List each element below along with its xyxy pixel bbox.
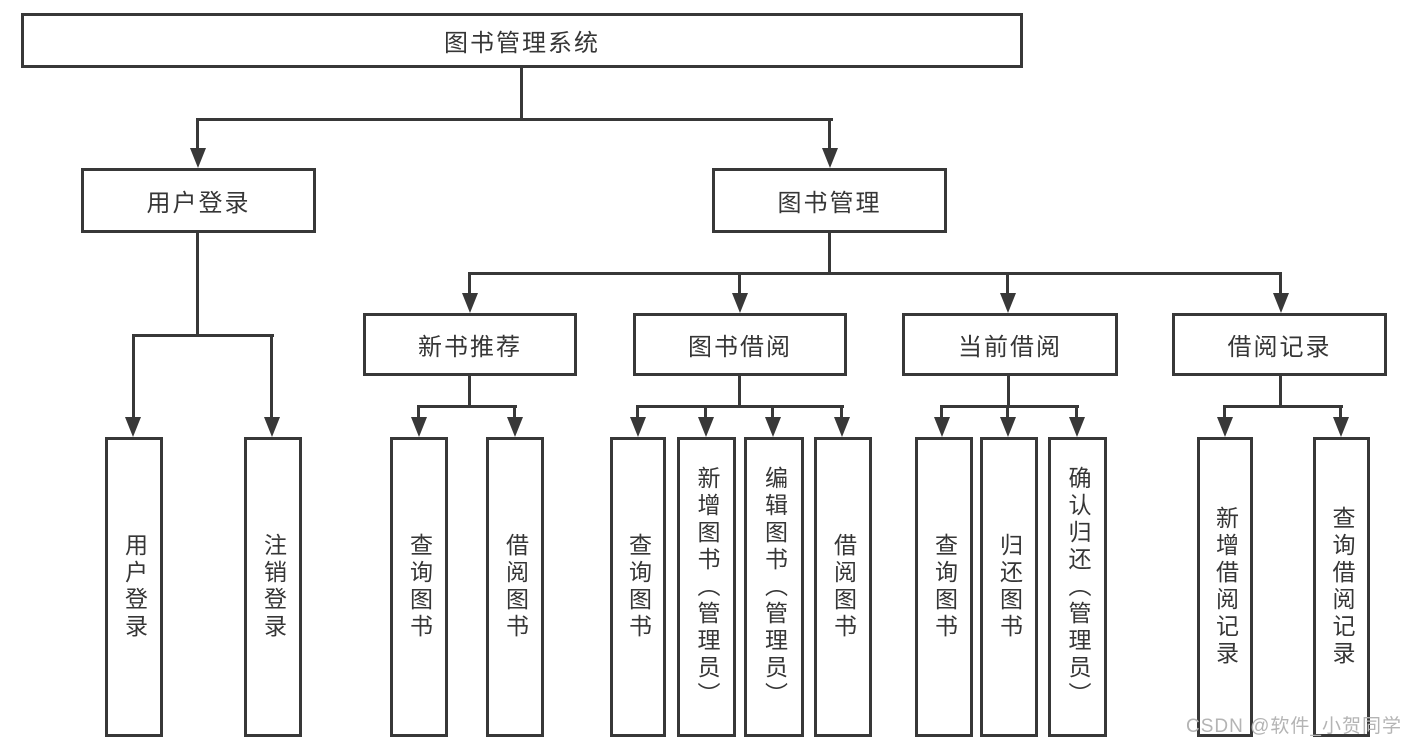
leaf-label: 查询借阅记录	[1329, 506, 1355, 668]
arrowhead-down-icon	[190, 148, 206, 168]
connector-stem	[1006, 405, 1009, 419]
node-user-login: 用户登录	[81, 168, 316, 233]
leaf-label: 确认归还（管理员）	[1065, 465, 1091, 709]
connector-stem	[704, 405, 707, 419]
leaf-borrow-books-recommend: 借阅图书	[486, 437, 544, 737]
leaf-label: 借阅图书	[502, 533, 529, 641]
leaf-query-books-recommend: 查询图书	[390, 437, 448, 737]
arrowhead-down-icon	[834, 417, 850, 437]
connector-branch	[636, 405, 844, 408]
node-label: 借阅记录	[1227, 334, 1332, 361]
node-borrowing-records: 借阅记录	[1172, 313, 1387, 376]
arrowhead-down-icon	[462, 293, 478, 313]
connector-stem	[771, 405, 774, 419]
arrowhead-down-icon	[1000, 293, 1016, 313]
node-label: 新书推荐	[418, 334, 522, 361]
leaf-label: 借阅图书	[830, 533, 857, 641]
connector-stem	[1075, 405, 1078, 419]
arrowhead-down-icon	[411, 417, 427, 437]
arrowhead-down-icon	[1069, 417, 1085, 437]
leaf-label: 注销登录	[260, 533, 287, 641]
connector-stem	[196, 233, 199, 337]
connector-stem	[1279, 272, 1282, 296]
connector-stem	[828, 233, 831, 275]
connector-stem	[132, 334, 135, 418]
connector-stem	[636, 405, 639, 419]
node-label: 图书管理	[777, 190, 882, 217]
arrowhead-down-icon	[264, 417, 280, 437]
leaf-label: 新增图书（管理员）	[694, 465, 720, 709]
connector-stem	[940, 405, 943, 419]
arrowhead-down-icon	[765, 417, 781, 437]
arrowhead-down-icon	[125, 417, 141, 437]
arrowhead-down-icon	[822, 148, 838, 168]
arrowhead-down-icon	[507, 417, 523, 437]
leaf-logout-login: 注销登录	[244, 437, 302, 737]
connector-root-trunk	[520, 68, 523, 120]
node-book-borrowing: 图书借阅	[633, 313, 847, 376]
leaf-query-books-borrowing: 查询图书	[610, 437, 666, 737]
connector-branch	[417, 405, 517, 408]
leaf-label: 查询图书	[931, 533, 958, 641]
leaf-add-borrow-record: 新增借阅记录	[1197, 437, 1253, 737]
leaf-query-books-current: 查询图书	[915, 437, 973, 737]
node-label: 图书管理系统	[444, 30, 600, 57]
connector-stem	[738, 272, 741, 296]
connector-stem	[468, 376, 471, 408]
arrowhead-down-icon	[1000, 417, 1016, 437]
leaf-label: 新增借阅记录	[1212, 506, 1239, 668]
arrowhead-down-icon	[732, 293, 748, 313]
leaf-label: 归还图书	[996, 533, 1023, 641]
connector-stem	[1279, 376, 1282, 408]
leaf-query-borrow-record: 查询借阅记录	[1313, 437, 1370, 737]
connector-stem	[828, 118, 831, 150]
node-current-borrowing: 当前借阅	[902, 313, 1118, 376]
arrowhead-down-icon	[934, 417, 950, 437]
connector-stem	[468, 272, 471, 296]
arrowhead-down-icon	[1273, 293, 1289, 313]
connector-stem	[1007, 376, 1010, 408]
node-library-management-system: 图书管理系统	[21, 13, 1023, 68]
arrowhead-down-icon	[698, 417, 714, 437]
leaf-user-login: 用户登录	[105, 437, 163, 737]
connector-stem	[1223, 405, 1226, 419]
connector-stem	[1339, 405, 1342, 419]
connector-level3-branch	[468, 272, 1282, 275]
node-book-management: 图书管理	[712, 168, 947, 233]
connector-stem	[513, 405, 516, 419]
connector-branch	[940, 405, 1079, 408]
connector-branch	[1223, 405, 1343, 408]
node-new-book-recommendation: 新书推荐	[363, 313, 577, 376]
leaf-label: 编辑图书（管理员）	[761, 465, 788, 709]
connector-stem	[196, 118, 199, 150]
leaf-borrow-books-borrowing: 借阅图书	[814, 437, 872, 737]
arrowhead-down-icon	[1333, 417, 1349, 437]
arrowhead-down-icon	[630, 417, 646, 437]
leaf-label: 用户登录	[121, 533, 148, 641]
arrowhead-down-icon	[1217, 417, 1233, 437]
node-label: 图书借阅	[688, 334, 792, 361]
leaf-edit-books-admin: 编辑图书（管理员）	[744, 437, 804, 737]
node-label: 当前借阅	[958, 334, 1062, 361]
connector-level1-branch	[196, 118, 833, 121]
connector-branch	[132, 334, 274, 337]
connector-stem	[270, 334, 273, 418]
csdn-watermark: CSDN @软件_小贺同学	[1186, 716, 1402, 737]
connector-stem	[417, 405, 420, 419]
node-label: 用户登录	[146, 190, 251, 217]
leaf-return-books: 归还图书	[980, 437, 1038, 737]
connector-stem	[1006, 272, 1009, 296]
connector-stem	[738, 376, 741, 408]
leaf-confirm-return-admin: 确认归还（管理员）	[1048, 437, 1107, 737]
leaf-label: 查询图书	[625, 533, 652, 641]
leaf-label: 查询图书	[406, 533, 433, 641]
connector-stem	[840, 405, 843, 419]
leaf-add-books-admin: 新增图书（管理员）	[677, 437, 736, 737]
